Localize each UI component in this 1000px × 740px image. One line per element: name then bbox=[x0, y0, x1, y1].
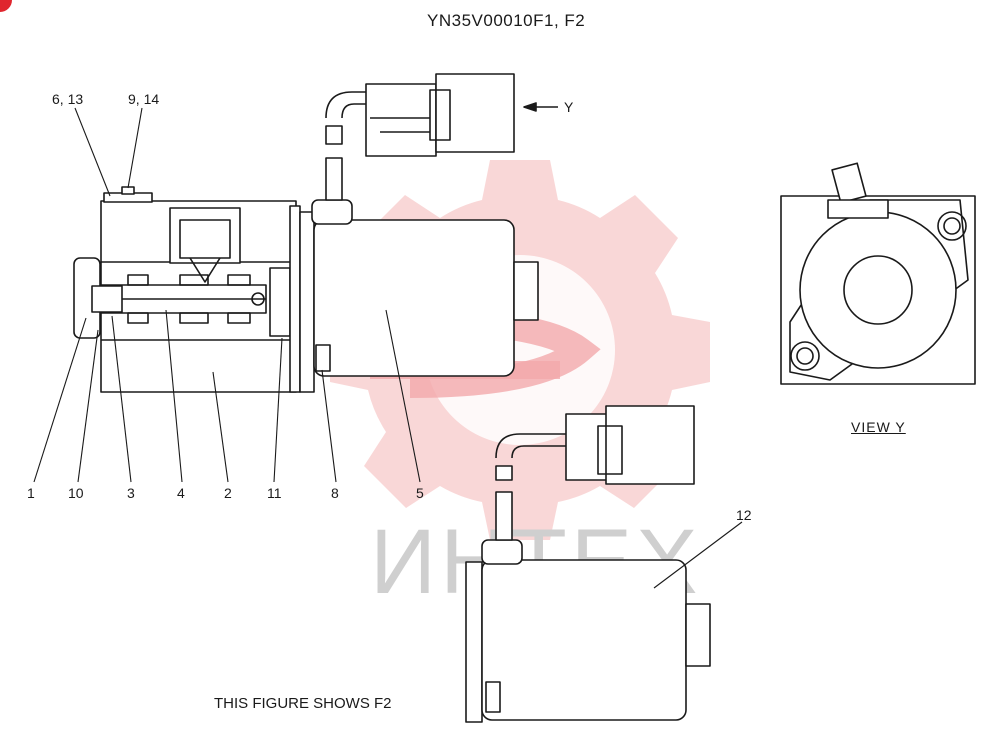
view-arrow-label: Y bbox=[564, 99, 574, 115]
callout-3: 3 bbox=[127, 485, 135, 501]
callout-9-14: 9, 14 bbox=[128, 91, 160, 107]
callout-1: 1 bbox=[27, 485, 35, 501]
callout-5: 5 bbox=[416, 485, 424, 501]
solenoid-lower bbox=[465, 405, 711, 723]
footer-note: THIS FIGURE SHOWS F2 bbox=[214, 695, 392, 712]
leader-lines bbox=[33, 107, 743, 589]
callout-8: 8 bbox=[331, 485, 339, 501]
view-y-caption: VIEW Y bbox=[851, 419, 906, 435]
callout-12: 12 bbox=[736, 507, 752, 523]
callout-4: 4 bbox=[177, 485, 185, 501]
figure-title: YN35V00010F1, F2 bbox=[427, 11, 586, 30]
callout-2: 2 bbox=[224, 485, 232, 501]
callout-11: 11 bbox=[267, 485, 282, 501]
view-y-drawing bbox=[780, 162, 976, 385]
solenoid-upper bbox=[299, 73, 558, 393]
callout-10: 10 bbox=[68, 485, 84, 501]
callout-6-13: 6, 13 bbox=[52, 91, 84, 107]
valve-body bbox=[73, 186, 301, 393]
